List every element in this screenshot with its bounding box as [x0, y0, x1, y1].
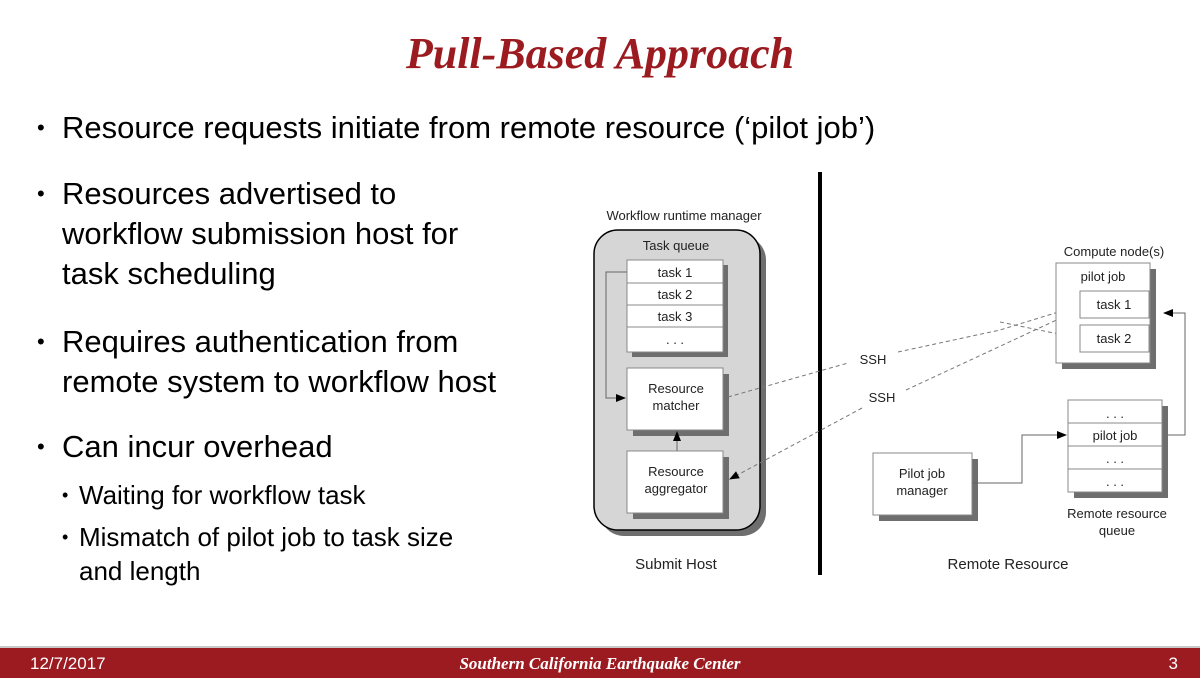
bullet-icon: •: [62, 485, 69, 505]
bullet-overhead: • Can incur overhead: [37, 427, 333, 467]
ssh-line-to-task1: [897, 304, 1079, 353]
pilot-job-manager-box: [872, 452, 973, 516]
task-queue-label: Task queue: [643, 238, 710, 253]
pilot-task-box: [1079, 290, 1150, 319]
remote-queue-item: . . .: [1106, 451, 1124, 466]
sub-bullet-waiting: • Waiting for workflow task: [62, 478, 366, 512]
resource-aggregator-label: Resource: [648, 464, 704, 479]
manager-to-queue-arrow: [972, 431, 1067, 484]
resource-aggregator-box: [626, 450, 724, 514]
bullet-icon: •: [37, 329, 45, 354]
task-queue-item: task 1: [658, 265, 693, 280]
pilot-task-label: task 2: [1097, 331, 1132, 346]
submit-host-label: Submit Host: [635, 556, 718, 573]
task-queue: task 1 task 2 task 3 . . .: [626, 259, 724, 353]
task-queue-item: task 3: [658, 309, 693, 324]
ssh-line-to-aggregator: [729, 407, 863, 480]
queue-to-matcher-arrow: [605, 271, 627, 402]
bullet-text-line: workflow submission host for: [62, 216, 459, 251]
resource-matcher-label: Resource: [648, 381, 704, 396]
remote-queue-label: Remote resource: [1067, 506, 1167, 521]
ssh-line-aggregator-top: [905, 309, 1079, 391]
pull-based-diagram: Workflow runtime manager Task queue task…: [593, 172, 1186, 575]
ssh-label: SSH: [860, 352, 887, 367]
pilot-task-label: task 1: [1097, 297, 1132, 312]
slide-footer: 12/7/2017 Southern California Earthquake…: [0, 646, 1200, 678]
bullet-icon: •: [37, 434, 45, 459]
pilot-task-box: [1079, 324, 1150, 353]
bullet-text-line: Requires authentication from: [62, 324, 459, 359]
footer-organization: Southern California Earthquake Center: [459, 654, 741, 673]
sub-bullet-text-line: Mismatch of pilot job to task size: [79, 522, 454, 552]
resource-aggregator-label: aggregator: [645, 481, 709, 496]
resource-matcher-label: matcher: [653, 398, 701, 413]
pilot-job-manager-label: manager: [896, 483, 948, 498]
bullet-icon: •: [37, 181, 45, 206]
bullet-icon: •: [37, 115, 45, 140]
task-queue-item: . . .: [666, 332, 684, 347]
remote-queue-item: . . .: [1106, 406, 1124, 421]
remote-queue-label: queue: [1099, 523, 1135, 538]
bullet-text: Can incur overhead: [62, 429, 333, 464]
bullet-resources-advertised: • Resources advertised to workflow submi…: [37, 174, 459, 294]
compute-nodes-label: Compute node(s): [1064, 244, 1164, 259]
bullet-text: Resource requests initiate from remote r…: [62, 110, 876, 145]
sub-bullet-text-line: and length: [79, 556, 201, 586]
resource-matcher-box: [626, 367, 724, 431]
bullet-authentication: • Requires authentication from remote sy…: [37, 322, 497, 402]
workflow-runtime-manager-label: Workflow runtime manager: [606, 208, 762, 223]
remote-resource-label: Remote Resource: [948, 556, 1069, 573]
remote-queue-item: pilot job: [1093, 428, 1138, 443]
queue-to-compute-arrow: [1163, 309, 1186, 436]
bullet-text-line: Resources advertised to: [62, 176, 397, 211]
bullet-text-line: task scheduling: [62, 256, 276, 291]
slide-title: Pull-Based Approach: [405, 29, 795, 78]
bullet-text-line: remote system to workflow host: [62, 364, 497, 399]
ssh-label: SSH: [869, 390, 896, 405]
bullet-icon: •: [62, 527, 69, 547]
task-queue-item: task 2: [658, 287, 693, 302]
pilot-job-manager-label: Pilot job: [899, 466, 945, 481]
sub-bullet-text: Waiting for workflow task: [79, 480, 366, 510]
sub-bullet-mismatch: • Mismatch of pilot job to task size and…: [62, 520, 454, 588]
bullet-pilot-job: • Resource requests initiate from remote…: [37, 108, 876, 148]
remote-queue-item: . . .: [1106, 474, 1124, 489]
pilot-job-label: pilot job: [1081, 269, 1126, 284]
page-number: 3: [1168, 654, 1178, 673]
footer-date: 12/7/2017: [30, 654, 106, 673]
remote-resource-queue: . . . pilot job . . . . . .: [1067, 399, 1163, 493]
